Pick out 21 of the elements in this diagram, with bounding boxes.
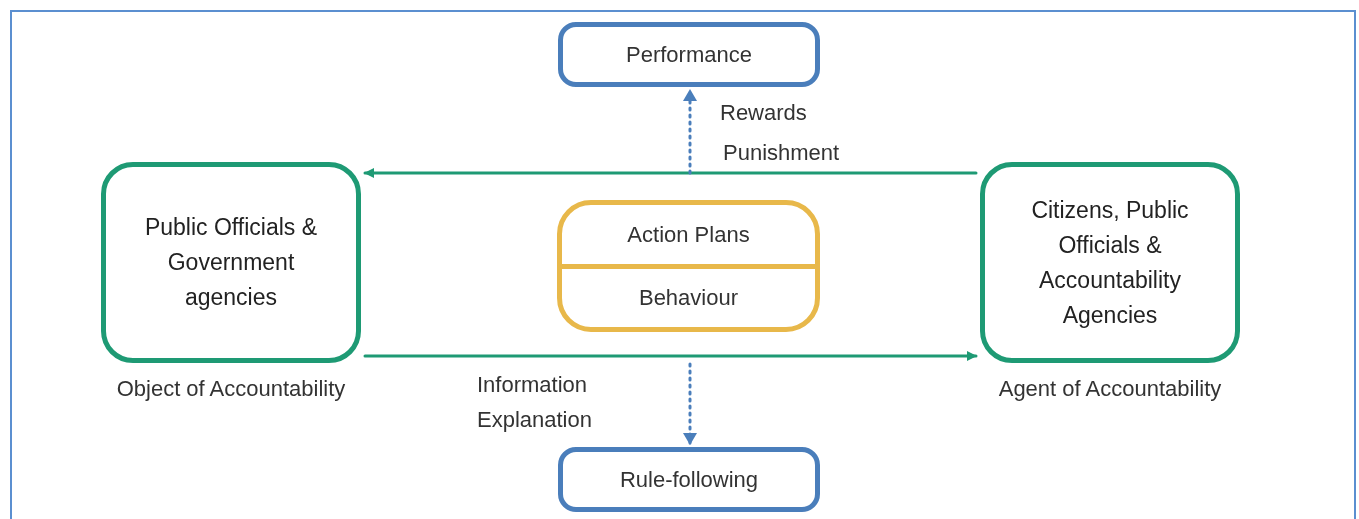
box-label: Citizens, Public Officials & Accountability Agencies xyxy=(1030,195,1190,330)
annotation-text: Punishment xyxy=(723,139,840,167)
annotation-text: Explanation xyxy=(477,406,592,434)
box-label: Public Officials & Government agencies xyxy=(143,213,319,312)
outcome-box xyxy=(558,22,820,87)
box-label: Behaviour xyxy=(638,284,739,313)
annotation-text: Rewards xyxy=(720,99,807,127)
dotted-arrow xyxy=(683,88,697,175)
arrow xyxy=(363,168,978,178)
box-label: Rule-following xyxy=(619,466,759,494)
actor-box xyxy=(980,162,1240,363)
annotation-text: Information xyxy=(477,371,588,399)
role-caption: Agent of Accountability xyxy=(997,375,1223,403)
box-label: Action Plans xyxy=(627,220,750,249)
box-label: Performance xyxy=(626,41,752,69)
dotted-arrow xyxy=(683,362,697,446)
arrow xyxy=(363,351,978,361)
actor-box xyxy=(101,162,361,363)
role-caption: Object of Accountability xyxy=(115,375,347,403)
outcome-box xyxy=(558,447,820,512)
split-box xyxy=(557,200,820,332)
